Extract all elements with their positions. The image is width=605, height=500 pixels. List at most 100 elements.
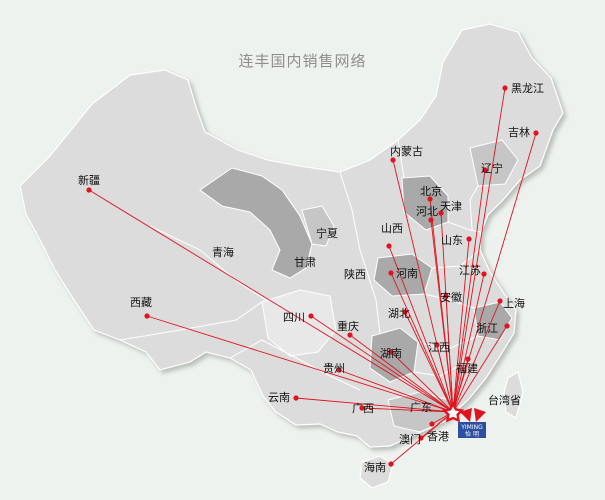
hainan-shape xyxy=(359,455,394,489)
destination-dot xyxy=(428,217,434,223)
route-line xyxy=(146,315,454,413)
destination-dot xyxy=(466,236,472,242)
province-label[interactable]: 江苏 xyxy=(459,264,481,277)
destination-dot xyxy=(418,435,424,441)
route-line xyxy=(88,189,454,413)
destination-dot xyxy=(86,187,92,193)
province-label[interactable]: 浙江 xyxy=(476,322,498,335)
route-line xyxy=(452,300,501,413)
province-label[interactable]: 台湾省 xyxy=(488,393,521,407)
border-line xyxy=(413,359,471,377)
route-line xyxy=(349,334,454,413)
province-label[interactable]: 河北 xyxy=(416,205,438,218)
border-line xyxy=(149,225,267,301)
destination-dot xyxy=(144,313,150,319)
route-line xyxy=(310,315,454,413)
destination-dot xyxy=(388,349,394,355)
route-line xyxy=(452,238,470,413)
route-line xyxy=(436,344,454,413)
route-line xyxy=(452,273,485,413)
ningxia-patch xyxy=(301,205,335,247)
logo-wing-icon xyxy=(460,408,472,422)
province-label[interactable]: 贵州 xyxy=(323,362,345,375)
province-label[interactable]: 广西 xyxy=(352,402,374,415)
border-line xyxy=(339,171,381,335)
destination-dot xyxy=(481,271,487,277)
route-line xyxy=(445,295,454,413)
route-line xyxy=(295,397,454,413)
logo-plate xyxy=(458,422,486,438)
land-layer xyxy=(19,23,564,489)
border-line xyxy=(229,339,361,391)
destination-dot xyxy=(434,342,440,348)
destination-dot xyxy=(482,167,488,173)
destination-dot xyxy=(427,196,433,202)
destination-dots xyxy=(86,85,539,467)
province-label[interactable]: 福建 xyxy=(456,361,478,375)
destination-dot xyxy=(465,356,471,362)
route-line xyxy=(361,407,454,413)
province-label[interactable]: 湖北 xyxy=(388,307,410,320)
province-label[interactable]: 江西 xyxy=(428,341,450,354)
province-label[interactable]: 西藏 xyxy=(130,296,152,309)
route-line xyxy=(452,132,537,413)
route-line xyxy=(404,311,454,413)
province-label[interactable]: 陕西 xyxy=(344,267,366,281)
province-label[interactable]: 甘肃 xyxy=(294,256,316,269)
province-label[interactable]: 宁夏 xyxy=(316,226,338,240)
destination-dot xyxy=(308,313,314,319)
route-line xyxy=(388,245,454,413)
province-label[interactable]: 辽宁 xyxy=(481,161,503,175)
province-label[interactable]: 内蒙古 xyxy=(390,144,423,158)
destination-dot xyxy=(388,270,394,276)
destination-dot xyxy=(429,421,435,427)
route-line xyxy=(338,369,454,413)
destination-dot xyxy=(388,461,394,467)
border-line xyxy=(423,293,475,309)
province-label[interactable]: 上海 xyxy=(503,296,525,310)
destination-dot xyxy=(390,157,396,163)
province-label[interactable]: 河南 xyxy=(396,267,418,280)
province-label[interactable]: 黑龙江 xyxy=(511,82,544,95)
province-label[interactable]: 山西 xyxy=(381,222,403,235)
province-label[interactable]: 天津 xyxy=(440,200,462,213)
province-label[interactable]: 安徽 xyxy=(440,290,462,304)
logo-subtext: 怡 明 xyxy=(465,430,479,438)
province-label[interactable]: 重庆 xyxy=(337,319,359,333)
logo-wing-icon xyxy=(474,408,486,422)
destination-dot xyxy=(336,367,342,373)
province-label[interactable]: 四川 xyxy=(283,311,305,324)
province-label[interactable]: 广东 xyxy=(410,401,432,414)
logo-text: YIMING xyxy=(460,424,483,431)
destination-dot xyxy=(386,243,392,249)
star-icon xyxy=(441,401,465,423)
province-label[interactable]: 澳门 xyxy=(399,432,421,446)
destination-dot xyxy=(443,293,449,299)
province-label[interactable]: 吉林 xyxy=(508,125,530,139)
route-line xyxy=(390,351,454,413)
route-line xyxy=(452,169,486,413)
destination-dot xyxy=(497,298,503,304)
province-label[interactable]: 香港 xyxy=(427,430,449,443)
page-title: 连丰国内销售网络 xyxy=(238,52,367,70)
province-label[interactable]: 青海 xyxy=(212,245,234,259)
border-line xyxy=(397,139,405,179)
destination-dot xyxy=(293,395,299,401)
province-label[interactable]: 海南 xyxy=(364,460,386,474)
destination-dot xyxy=(438,210,444,216)
route-line xyxy=(390,272,454,413)
company-logo: YIMING 怡 明 xyxy=(458,408,486,438)
border-line xyxy=(119,301,263,341)
province-label[interactable]: 北京 xyxy=(420,184,442,198)
province-label[interactable]: 山东 xyxy=(441,234,463,247)
destination-dot xyxy=(359,405,365,411)
route-line xyxy=(452,358,469,413)
province-label[interactable]: 湖南 xyxy=(380,347,402,360)
destination-dot xyxy=(502,85,508,91)
taiwan-shape xyxy=(503,371,524,419)
province-label[interactable]: 新疆 xyxy=(78,173,100,187)
province-label[interactable]: 云南 xyxy=(268,391,290,404)
